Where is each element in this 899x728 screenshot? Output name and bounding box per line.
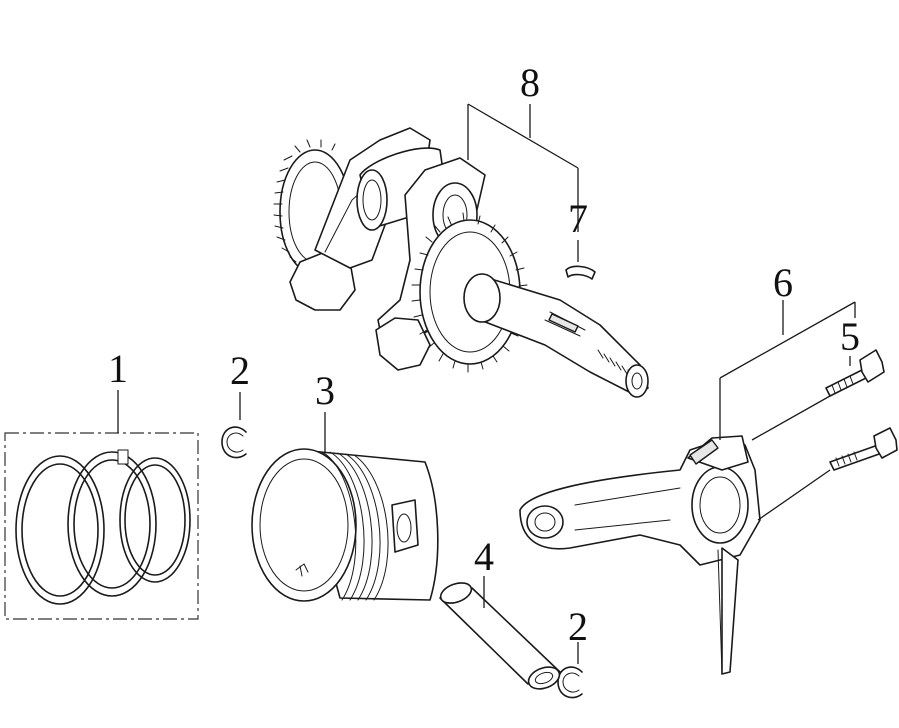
- callout-7: 7: [568, 196, 588, 241]
- callout-3: 3: [315, 368, 335, 413]
- leader-lines: [117, 103, 856, 664]
- callout-2-upper: 2: [230, 348, 250, 393]
- callout-2-lower: 2: [568, 604, 588, 649]
- circlip-lower: [557, 666, 583, 699]
- connecting-rod-bolt-upper: [825, 349, 885, 397]
- piston: [251, 448, 439, 602]
- callout-1: 1: [108, 346, 128, 391]
- connecting-rod-bolt-lower: [829, 427, 898, 471]
- callout-labels: 8 7 1 2 3 4 2 6 5: [108, 60, 860, 649]
- woodruff-key: [565, 265, 596, 280]
- callout-5: 5: [840, 314, 860, 359]
- rings-kit-frame: [4, 432, 199, 620]
- callout-6: 6: [773, 260, 793, 305]
- callout-4: 4: [474, 534, 494, 579]
- piston-rings: [4, 432, 199, 620]
- connecting-rod: [519, 435, 761, 675]
- piston-pin: [439, 582, 561, 690]
- crankshaft: [273, 127, 649, 398]
- circlip-upper: [221, 426, 247, 459]
- callout-8: 8: [520, 60, 540, 105]
